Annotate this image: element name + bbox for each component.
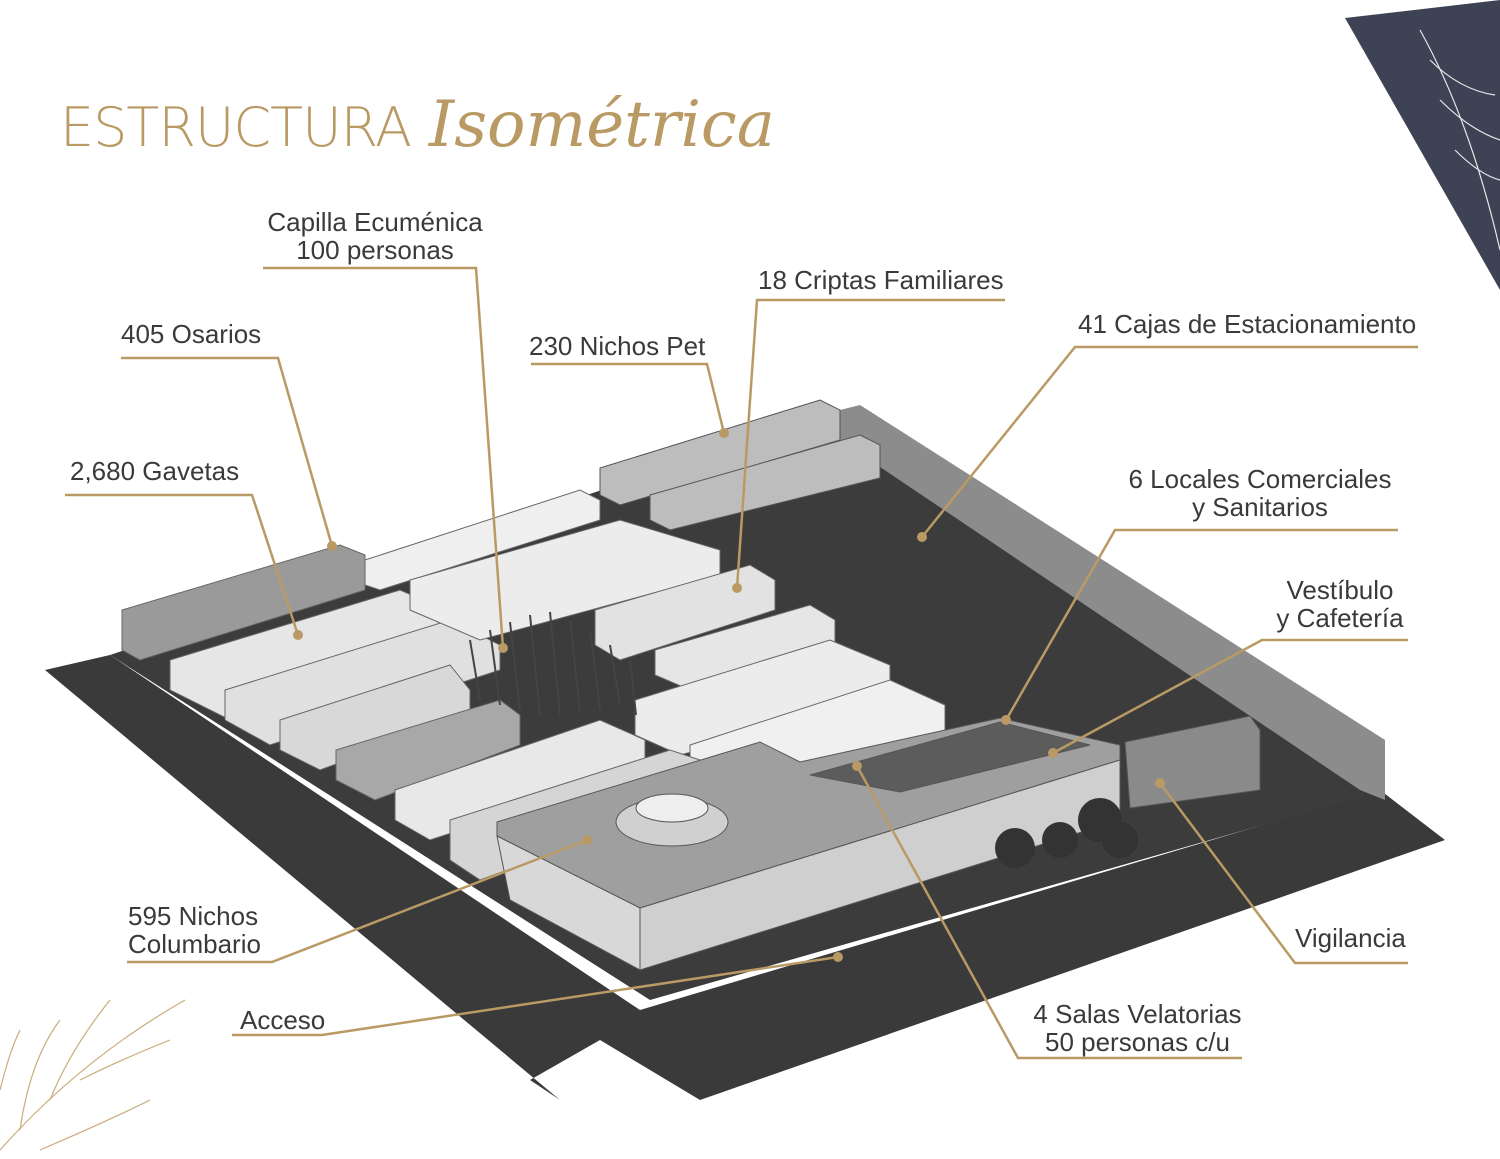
leader-dots <box>293 428 1165 962</box>
page-title: ESTRUCTURA Isométrica <box>60 88 775 162</box>
label-acceso: Acceso <box>240 1005 326 1035</box>
leader-lines <box>65 266 1418 1060</box>
title-script: Isométrica <box>428 88 775 162</box>
label-estacionamiento: 41 Cajas de Estacionamiento <box>1078 309 1417 339</box>
label-line: Capilla Ecuménica <box>267 207 483 237</box>
label-criptas: 18 Criptas Familiares <box>758 265 1004 295</box>
trees <box>995 798 1138 868</box>
feather-decoration-bottom <box>0 999 186 1151</box>
perimeter-road <box>45 655 1445 1100</box>
main-building <box>496 715 1261 971</box>
title-main: ESTRUCTURA <box>60 96 412 159</box>
label-nichos-pet: 230 Nichos Pet <box>529 331 706 361</box>
label-line: 595 Nichos <box>128 901 259 931</box>
label-line: 4 Salas Velatorias <box>1033 999 1242 1029</box>
label-gavetas: 2,680 Gavetas <box>70 456 240 486</box>
label-osarios: 405 Osarios <box>121 319 262 349</box>
criptas-blocks <box>599 399 881 531</box>
label-line: y Cafetería <box>1276 603 1404 633</box>
perimeter-wall-right <box>840 405 1385 800</box>
label-line: y Sanitarios <box>1192 492 1328 522</box>
label-line: 6 Locales Comerciales <box>1128 464 1392 494</box>
label-line: Columbario <box>128 929 261 959</box>
label-line: 50 personas c/u <box>1044 1027 1230 1057</box>
feather-decoration-top <box>1419 29 1500 251</box>
label-vigilancia: Vigilancia <box>1295 923 1406 953</box>
grave-blocks <box>121 489 946 881</box>
chapel-structure <box>469 611 637 716</box>
label-line: Vestíbulo <box>1286 575 1394 605</box>
corner-navy-decoration <box>1345 0 1500 290</box>
label-line: 100 personas <box>296 235 454 265</box>
